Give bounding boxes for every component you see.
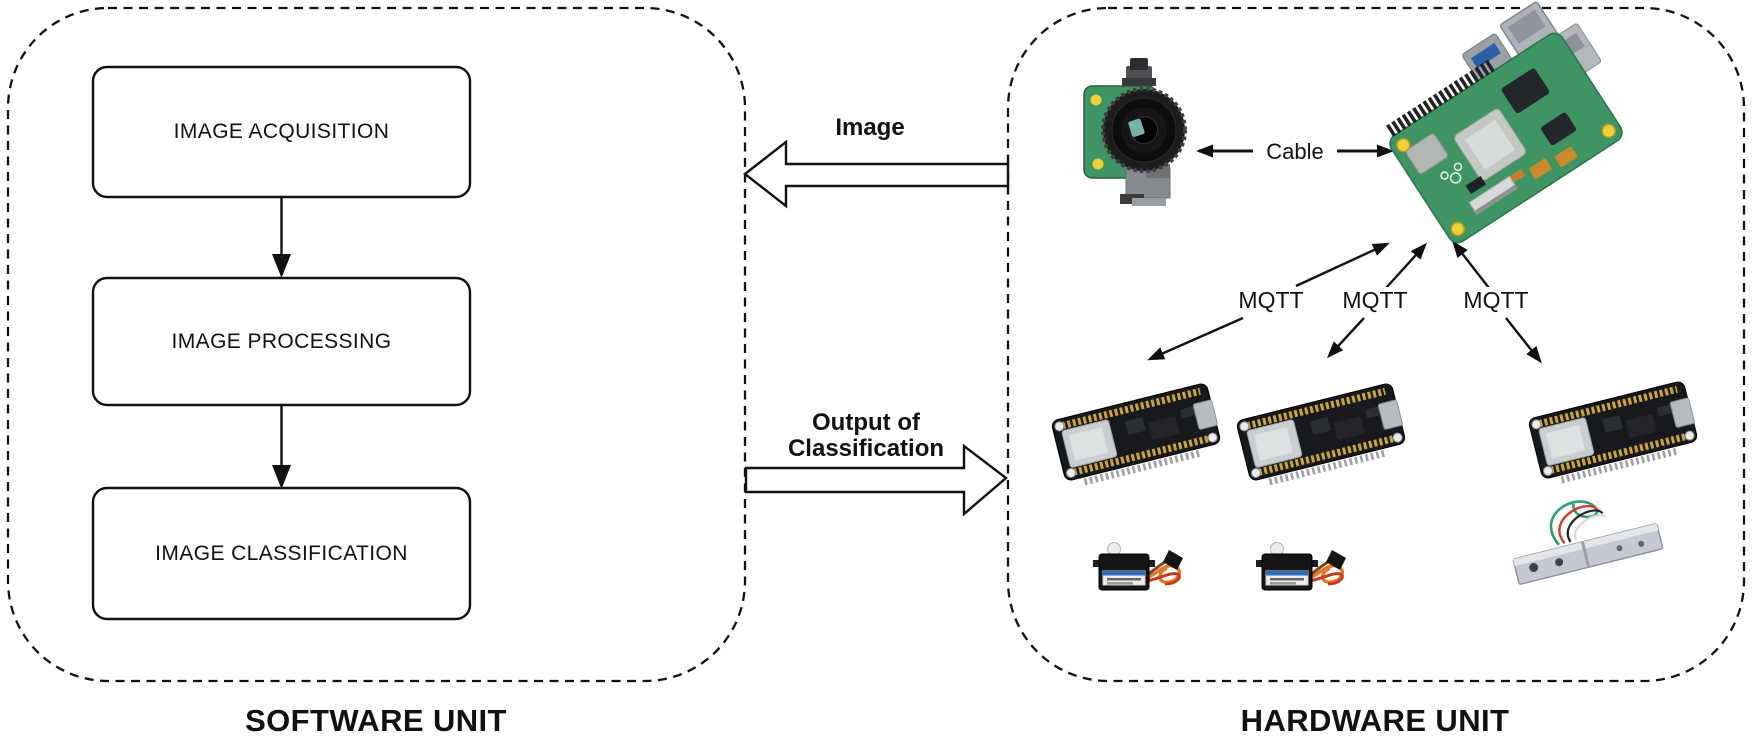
mqtt-arrow-down-3 xyxy=(1505,317,1542,364)
mqtt-label-1: MQTT xyxy=(1237,287,1305,314)
image-arrow-label: Image xyxy=(835,114,905,141)
flow-box-image-processing xyxy=(91,276,472,407)
load-cell-illustration xyxy=(1512,500,1664,585)
nodemcu-board-1 xyxy=(1051,382,1223,486)
servo-motor-2 xyxy=(1254,540,1348,592)
image-flow-arrow xyxy=(743,139,1010,209)
flow-box-image-acquisition xyxy=(91,65,472,199)
cable-label: Cable xyxy=(1253,139,1337,165)
mqtt-arrow-down-2 xyxy=(1326,317,1365,359)
mqtt-arrow-up-2 xyxy=(1385,242,1428,289)
raspberry-pi-illustration xyxy=(1386,1,1623,244)
camera-module-illustration xyxy=(1083,58,1187,206)
mqtt-arrows xyxy=(1147,240,1542,364)
output-flow-arrow xyxy=(744,443,1008,517)
output-arrow-label: Output of Classification xyxy=(787,409,945,462)
nodemcu-board-3 xyxy=(1528,380,1700,484)
hardware-unit-border xyxy=(1006,6,1746,683)
nodemcu-board-2 xyxy=(1236,382,1408,486)
mqtt-arrow-up-1 xyxy=(1295,242,1390,288)
mqtt-label-3: MQTT xyxy=(1462,287,1530,314)
mqtt-arrow-down-1 xyxy=(1147,316,1244,361)
image-classification-label: IMAGE CLASSIFICATION xyxy=(155,541,408,565)
image-processing-label: IMAGE PROCESSING xyxy=(171,329,392,353)
mqtt-arrow-up-3 xyxy=(1452,240,1490,289)
software-unit-border xyxy=(6,6,747,683)
software-unit-label: SOFTWARE UNIT xyxy=(245,703,507,738)
mqtt-label-2: MQTT xyxy=(1341,287,1409,314)
servo-motor-1 xyxy=(1091,540,1185,592)
image-acquisition-label: IMAGE ACQUISITION xyxy=(173,120,390,143)
hardware-unit-label: HARDWARE UNIT xyxy=(1240,703,1510,738)
